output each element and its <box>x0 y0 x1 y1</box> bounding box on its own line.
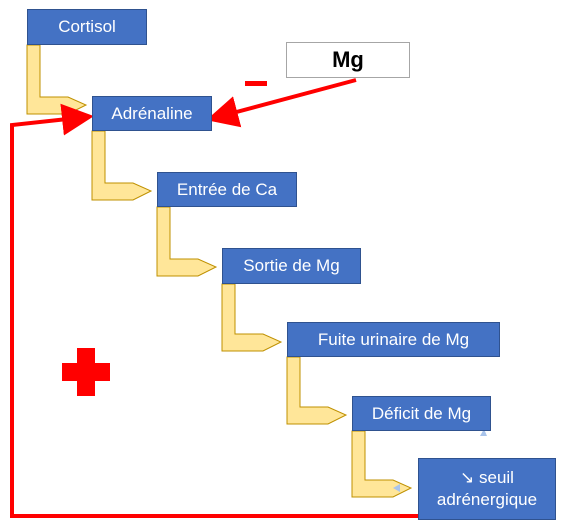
inhibition-arrow <box>206 78 357 128</box>
minus-sign-icon <box>245 81 267 86</box>
node-deficit: Déficit de Mg <box>352 396 491 431</box>
connector-deficit-threshold <box>351 430 413 498</box>
node-magnesium-exit-label: Sortie de Mg <box>243 256 340 275</box>
node-cortisol-label: Cortisol <box>58 17 116 36</box>
node-threshold: ↘ seuil adrénergique <box>418 458 556 520</box>
node-calcium-entry-label: Entrée de Ca <box>176 179 278 199</box>
triangle-marker <box>480 429 487 436</box>
inhibitor-mg-label: Mg <box>332 47 364 72</box>
node-urinary-leak: Fuite urinaire de Mg <box>287 322 500 357</box>
connector-calcium-magnesium <box>156 206 218 277</box>
connector-adrenaline-calcium <box>91 130 153 201</box>
node-calcium-entry: Entrée de Ca <box>157 172 297 207</box>
feedback-loop-arrow <box>10 103 418 518</box>
node-magnesium-exit: Sortie de Mg <box>222 248 361 284</box>
node-threshold-label-line2: adrénergique <box>436 490 538 509</box>
elbow-connectors <box>26 44 413 498</box>
inhibitor-mg-box: Mg <box>286 42 410 78</box>
node-threshold-label-line1: ↘ seuil <box>460 468 514 487</box>
plus-sign-vertical-bar <box>77 348 95 396</box>
node-urinary-leak-label: Fuite urinaire de Mg <box>317 329 470 349</box>
node-deficit-label: Déficit de Mg <box>371 403 472 423</box>
triangle-marker <box>393 484 400 492</box>
node-adrenaline-label: Adrénaline <box>111 103 193 123</box>
node-adrenaline: Adrénaline <box>92 96 212 131</box>
node-cortisol: Cortisol <box>27 9 147 45</box>
plus-sign-icon <box>62 348 110 396</box>
connector-urinary-deficit <box>286 356 348 425</box>
connector-cortisol-adrenaline <box>26 44 88 115</box>
connector-magnesium-urinary <box>221 283 283 352</box>
